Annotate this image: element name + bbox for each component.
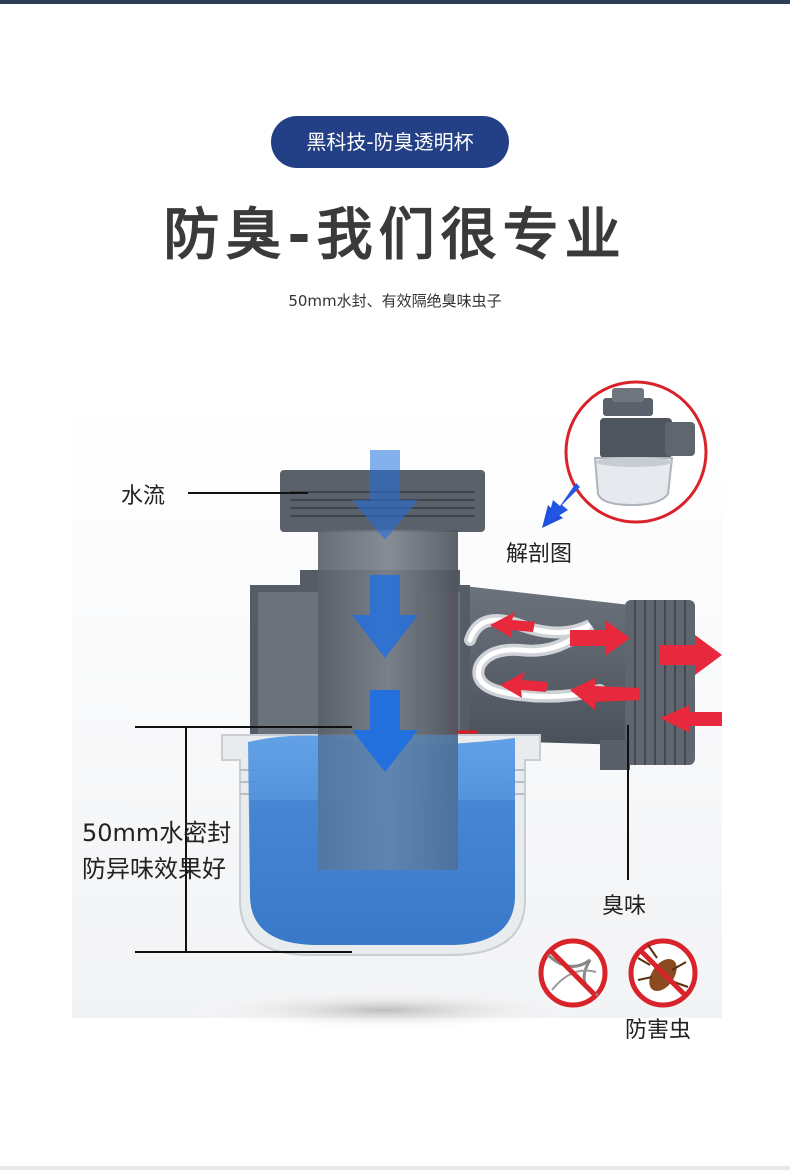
bottom-divider [0, 1166, 790, 1170]
label-pest-control: 防害虫 [625, 1018, 692, 1043]
label-seal-benefit: 防异味效果好 [82, 855, 226, 883]
section-badge: 黑科技-防臭透明杯 [271, 116, 509, 168]
label-seal-depth: 50mm水密封 [82, 819, 232, 847]
top-bar [0, 0, 790, 4]
odor-arrow-icon [464, 612, 722, 733]
product-inset [564, 380, 708, 524]
page-title: 防臭-我们很专业 [163, 203, 627, 268]
downward-flow-arrow-icon [352, 450, 418, 772]
floor-shadow [185, 990, 585, 1030]
inlet-pipe [280, 470, 485, 870]
page-subtitle: 50mm水封、有效隔绝臭味虫子 [288, 292, 502, 310]
no-hair-icon [538, 938, 608, 1008]
no-cockroach-icon [628, 938, 698, 1008]
label-odor: 臭味 [602, 894, 647, 919]
leader-lines [135, 492, 629, 953]
label-water-flow: 水流 [121, 484, 166, 509]
label-cutaway: 解剖图 [506, 542, 573, 567]
